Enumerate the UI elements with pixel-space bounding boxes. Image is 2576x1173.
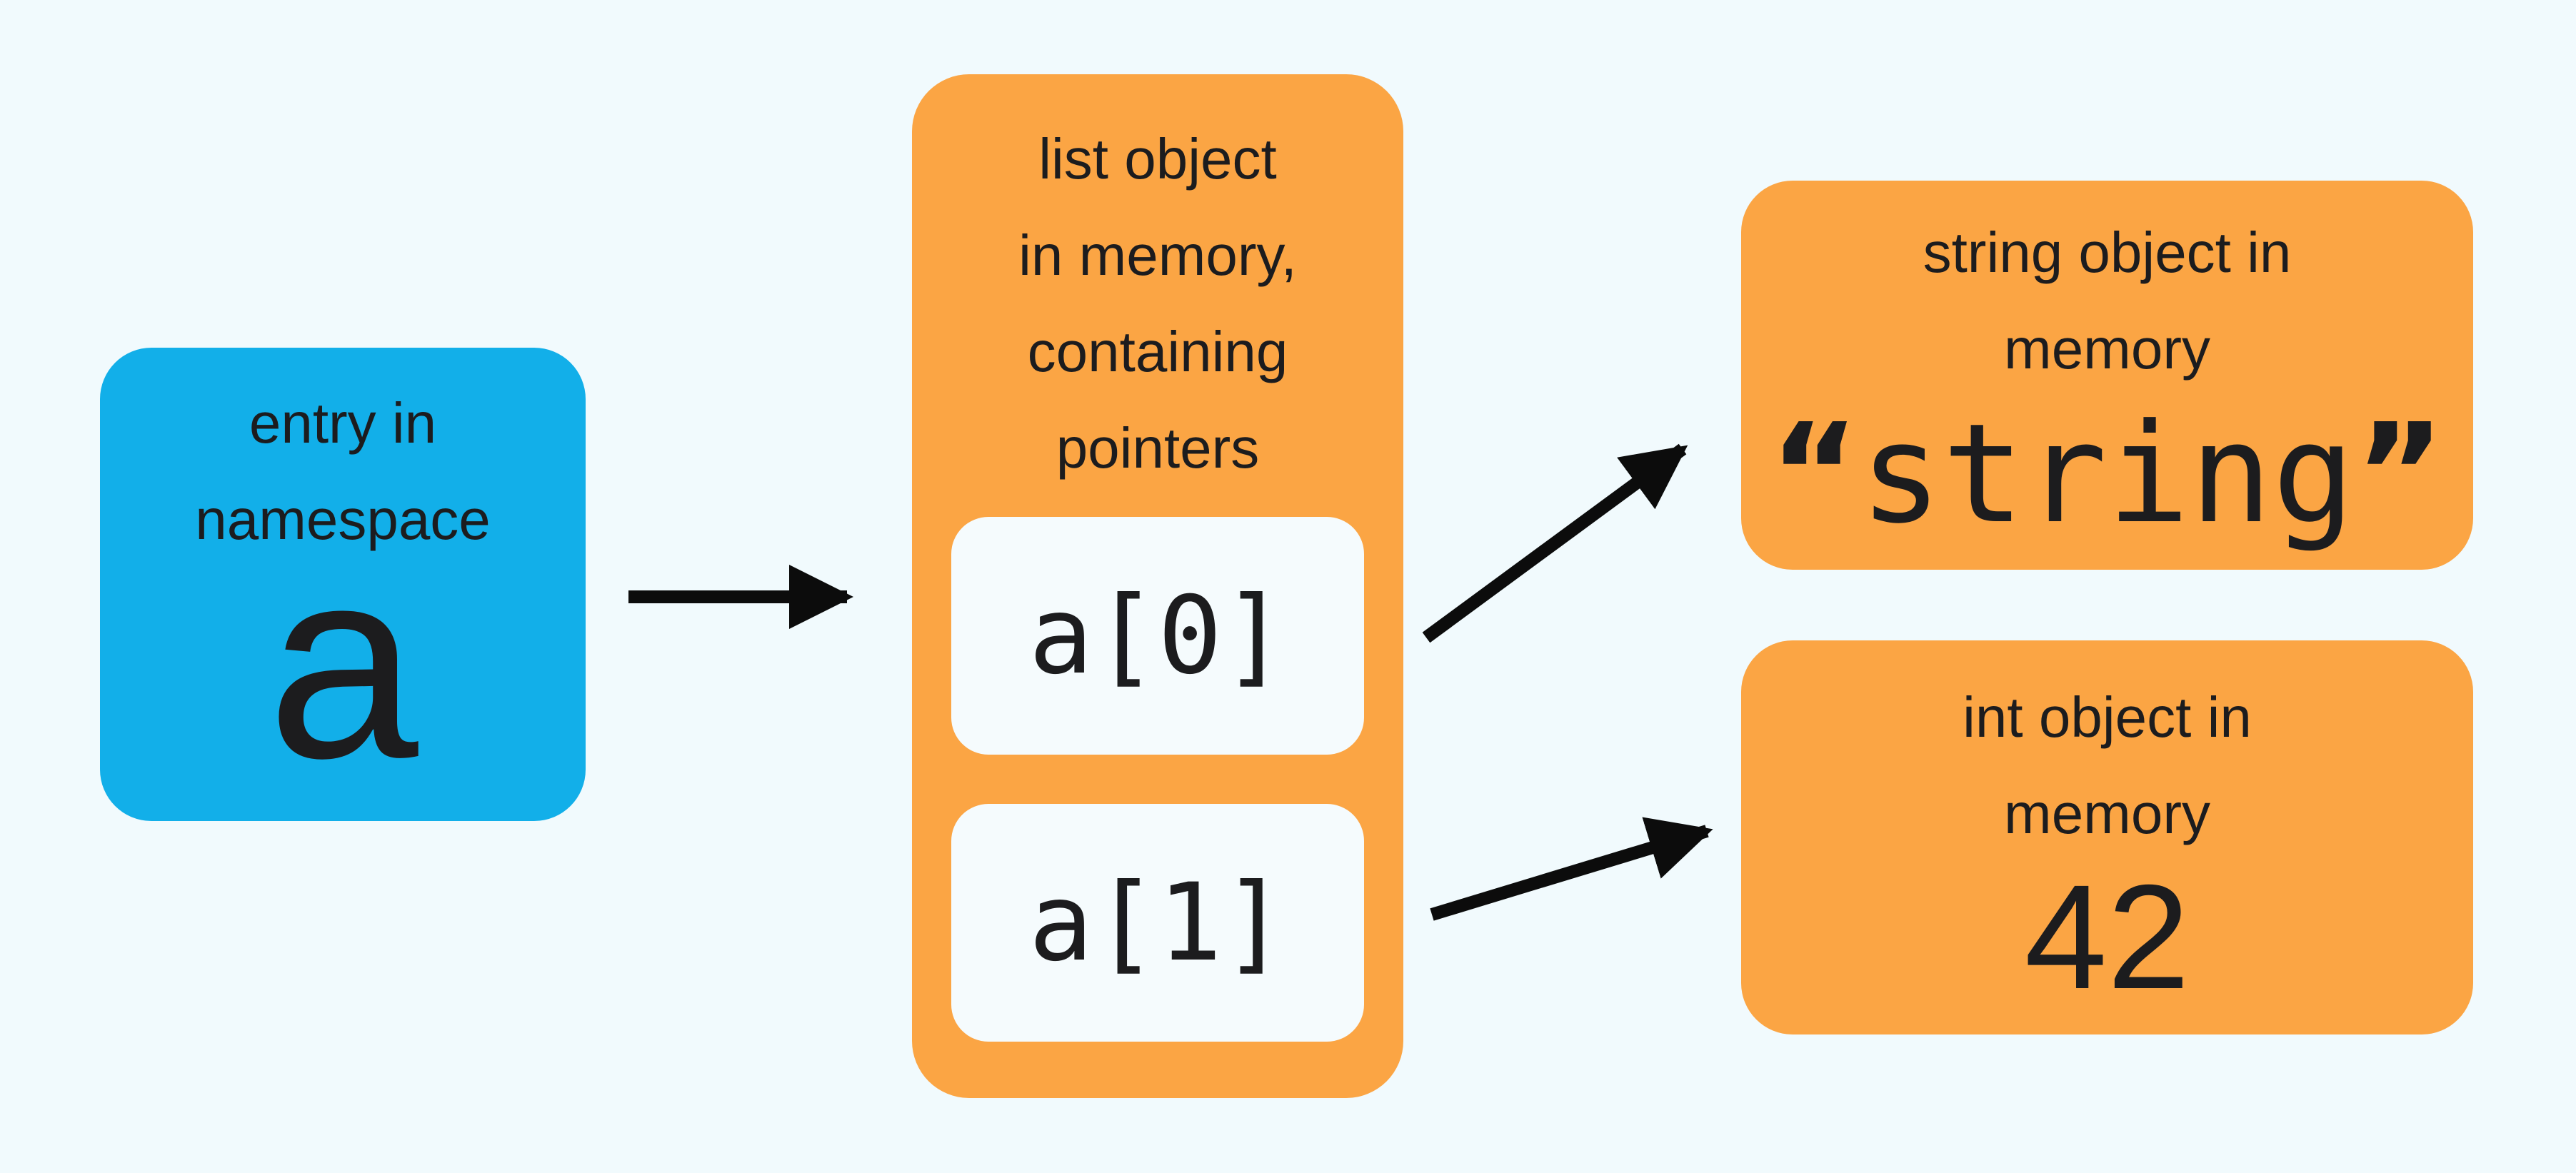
int-box: int object in memory 42 <box>1741 640 2473 1034</box>
list-slot-0-label: a[0] <box>1028 573 1287 698</box>
arrow-slot1-to-int <box>1430 817 1713 921</box>
string-value-text: string <box>1859 395 2355 554</box>
list-slot-1-label: a[1] <box>1028 860 1287 985</box>
string-value: “string” <box>1741 400 2473 550</box>
list-label: list object in memory, containing pointe… <box>912 111 1403 496</box>
list-box: list object in memory, containing pointe… <box>912 74 1403 1098</box>
namespace-label-line2: namespace <box>195 488 491 551</box>
int-label: int object in memory <box>1741 669 2473 862</box>
string-label-line1: string object in <box>1923 221 2292 284</box>
int-value: 42 <box>2024 855 2190 1020</box>
string-close-quote: ” <box>2355 395 2445 554</box>
list-label-line1: list object <box>1038 127 1277 191</box>
list-label-line4: pointers <box>1056 416 1260 480</box>
string-label-line2: memory <box>2004 317 2210 381</box>
namespace-label-line1: entry in <box>249 391 437 455</box>
list-label-line3: containing <box>1027 320 1288 383</box>
string-box: string object in memory “string” <box>1741 181 2473 570</box>
list-slot-1: a[1] <box>951 804 1364 1042</box>
string-label: string object in memory <box>1741 204 2473 397</box>
int-label-line2: memory <box>2004 782 2210 845</box>
string-open-quote: “ <box>1769 395 1860 554</box>
list-slot-0: a[0] <box>951 517 1364 755</box>
namespace-box: entry in namespace a <box>100 348 586 821</box>
namespace-variable: a <box>267 511 419 815</box>
arrow-slot0-to-string <box>1422 443 1688 643</box>
list-label-line2: in memory, <box>1018 223 1297 287</box>
int-label-line1: int object in <box>1963 685 2252 749</box>
namespace-label: entry in namespace <box>100 375 586 568</box>
